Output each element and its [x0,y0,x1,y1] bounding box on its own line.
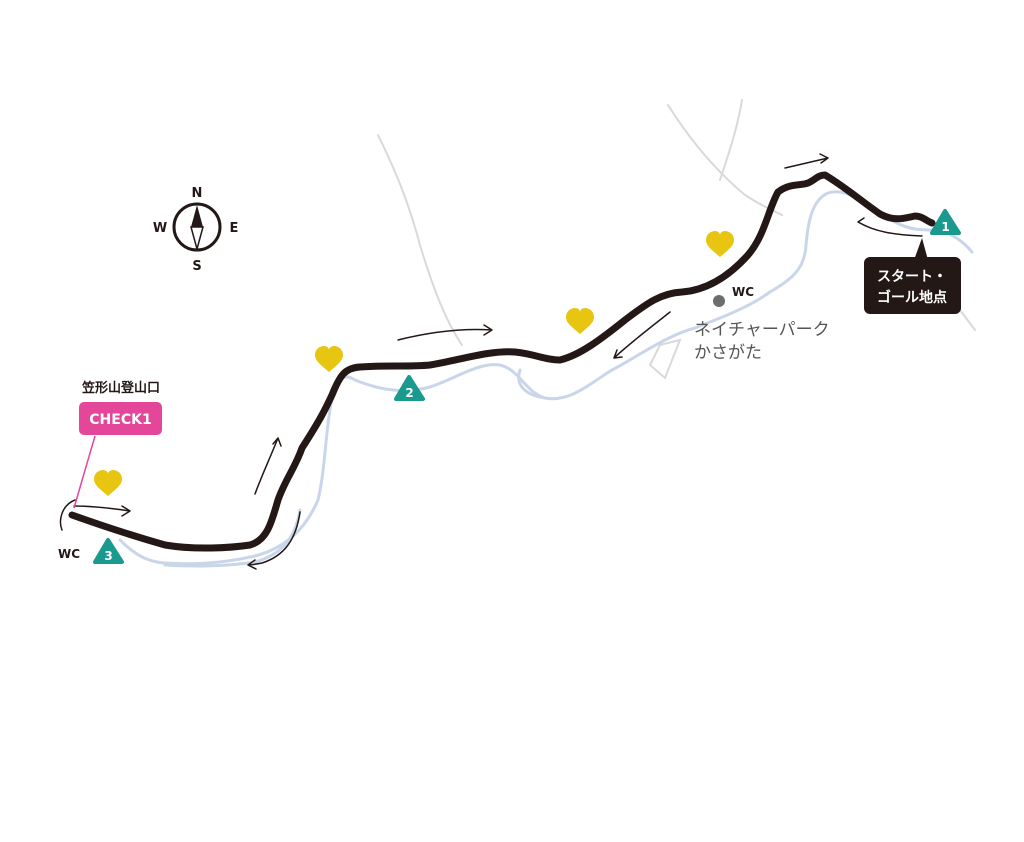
road-north [719,99,743,181]
marker-3-triangle-icon [93,538,124,564]
start-goal-callout: スタート・ ゴール地点 [864,238,961,314]
compass-south: S [192,259,201,274]
compass-west: W [153,221,167,236]
compass-needle-south-icon [190,226,204,252]
compass: N S W E [153,186,239,274]
check-box [79,402,162,435]
marker-1-number: 1 [941,220,949,234]
river-main [118,190,974,566]
trailhead-label: 笠形山登山口 [81,380,160,396]
marker-1: 1 [930,209,961,235]
callout-pointer [914,238,928,260]
river [118,190,974,568]
heart-icon [706,231,734,257]
compass-needle-north-icon [191,205,203,227]
callout-box [864,257,961,314]
marker-3: 3 [93,538,124,564]
arrow-1 [784,153,829,169]
road-east [667,104,783,216]
compass-east: E [230,221,239,236]
arrow-4 [613,311,671,359]
road-west [377,134,463,346]
park-name-line1: ネイチャーパーク [694,320,830,340]
arrow-8 [59,499,76,531]
road-park-access [648,338,682,380]
arrow-5 [254,437,282,495]
marker-3-number: 3 [104,549,112,563]
start-goal-line1: スタート・ [877,269,947,285]
marker-2-number: 2 [405,386,413,400]
marker-2: 2 [394,375,425,401]
check-leader-line [73,435,96,509]
wc-dot [713,295,725,307]
arrow-6 [247,511,301,570]
direction-arrows [59,153,923,570]
marker-2-triangle-icon [394,375,425,401]
heart-icon [315,346,343,372]
park-name-line2: かさがた [694,343,762,363]
roads [377,99,976,380]
check-point-label: CHECK1 [89,412,151,428]
scenic-spots [94,231,734,496]
arrow-7 [73,505,131,517]
river-loop [163,508,302,568]
wc-trailhead-label: WC [58,547,80,561]
arrow-3 [397,324,493,341]
hiking-route [68,171,936,552]
wc-park-label: WC [732,285,754,299]
arrow-2 [857,217,923,237]
compass-north: N [192,186,203,201]
heart-icon [94,470,122,496]
river-branch [517,368,547,400]
heart-icon [566,308,594,334]
start-goal-line2: ゴール地点 [877,289,947,306]
marker-1-triangle-icon [930,209,961,235]
